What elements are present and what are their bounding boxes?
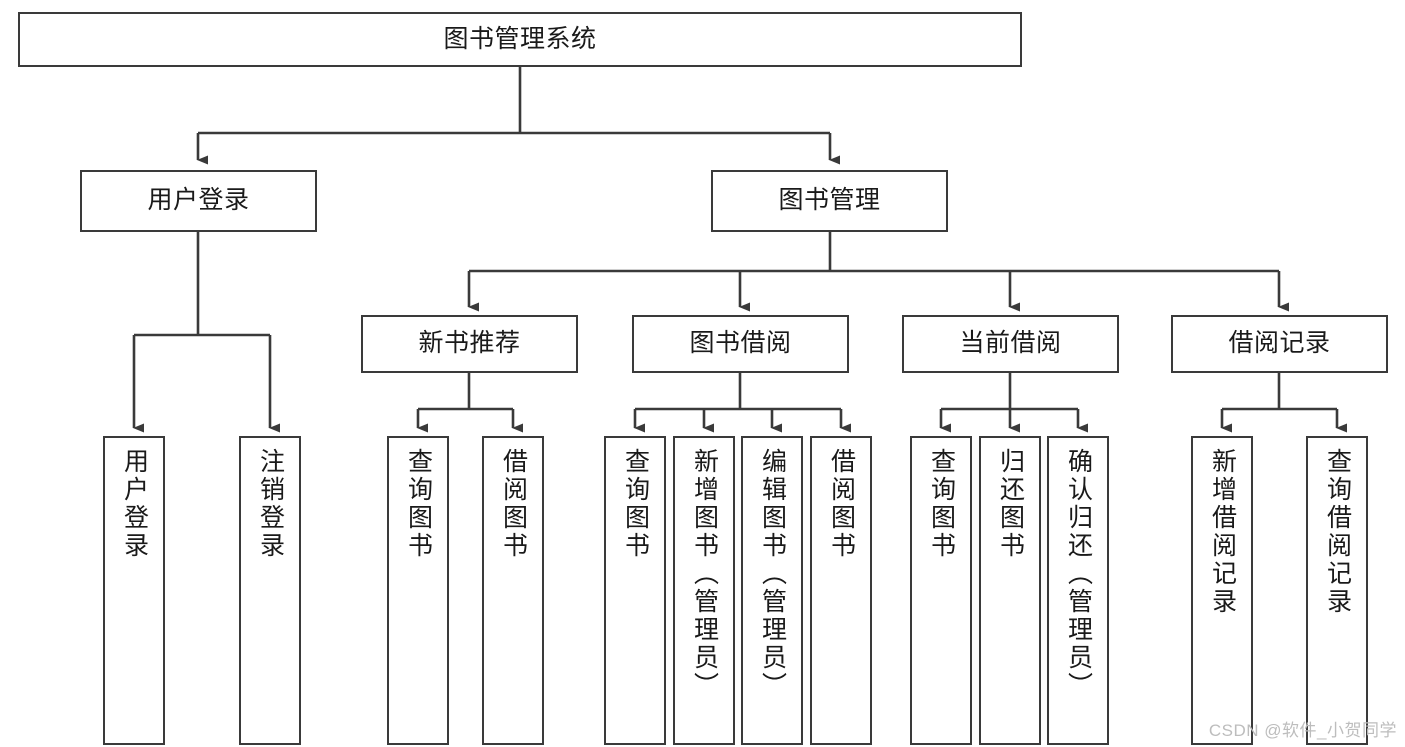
node-leaf-add-record[interactable]: 新增借阅记录 bbox=[1191, 436, 1253, 745]
node-leaf-add-book[interactable]: 新增图书（管理员） bbox=[673, 436, 735, 745]
node-leaf-query-book-2[interactable]: 查询图书 bbox=[604, 436, 666, 745]
node-label: 图书管理 bbox=[778, 186, 881, 215]
node-leaf-query-record[interactable]: 查询借阅记录 bbox=[1306, 436, 1368, 745]
node-label: 图书借阅 bbox=[689, 329, 792, 358]
node-book-management[interactable]: 图书管理 bbox=[711, 170, 948, 232]
node-leaf-logout[interactable]: 注销登录 bbox=[239, 436, 301, 745]
node-label: 借阅图书 bbox=[827, 448, 856, 560]
node-label: 新增借阅记录 bbox=[1208, 448, 1237, 616]
node-label: 图书管理系统 bbox=[443, 24, 597, 53]
node-label: 用户登录 bbox=[120, 448, 149, 560]
node-label: 编辑图书（管理员） bbox=[758, 448, 787, 700]
node-new-book-recommend[interactable]: 新书推荐 bbox=[361, 315, 578, 373]
node-leaf-borrow-book-1[interactable]: 借阅图书 bbox=[482, 436, 544, 745]
node-borrow-record[interactable]: 借阅记录 bbox=[1171, 315, 1388, 373]
node-label: 用户登录 bbox=[147, 186, 250, 215]
node-label: 注销登录 bbox=[256, 448, 285, 560]
csdn-watermark: CSDN @软件_小贺同学 bbox=[1208, 721, 1397, 740]
node-label: 查询图书 bbox=[621, 448, 650, 560]
node-label: 查询借阅记录 bbox=[1323, 448, 1352, 616]
node-user-login[interactable]: 用户登录 bbox=[80, 170, 317, 232]
node-leaf-query-book-3[interactable]: 查询图书 bbox=[910, 436, 972, 745]
node-leaf-user-login[interactable]: 用户登录 bbox=[103, 436, 165, 745]
node-label: 归还图书 bbox=[996, 448, 1025, 560]
node-leaf-edit-book[interactable]: 编辑图书（管理员） bbox=[741, 436, 803, 745]
node-label: 查询图书 bbox=[927, 448, 956, 560]
node-leaf-return-book[interactable]: 归还图书 bbox=[979, 436, 1041, 745]
node-book-borrow[interactable]: 图书借阅 bbox=[632, 315, 849, 373]
node-label: 新增图书（管理员） bbox=[690, 448, 719, 700]
node-label: 确认归还（管理员） bbox=[1064, 448, 1093, 700]
node-leaf-borrow-book-2[interactable]: 借阅图书 bbox=[810, 436, 872, 745]
node-current-borrow[interactable]: 当前借阅 bbox=[902, 315, 1119, 373]
node-label: 借阅记录 bbox=[1228, 329, 1331, 358]
node-root-system[interactable]: 图书管理系统 bbox=[18, 12, 1022, 67]
node-leaf-query-book-1[interactable]: 查询图书 bbox=[387, 436, 449, 745]
node-label: 借阅图书 bbox=[499, 448, 528, 560]
node-label: 新书推荐 bbox=[418, 329, 521, 358]
node-leaf-confirm-return[interactable]: 确认归还（管理员） bbox=[1047, 436, 1109, 745]
node-label: 当前借阅 bbox=[959, 329, 1062, 358]
node-label: 查询图书 bbox=[404, 448, 433, 560]
